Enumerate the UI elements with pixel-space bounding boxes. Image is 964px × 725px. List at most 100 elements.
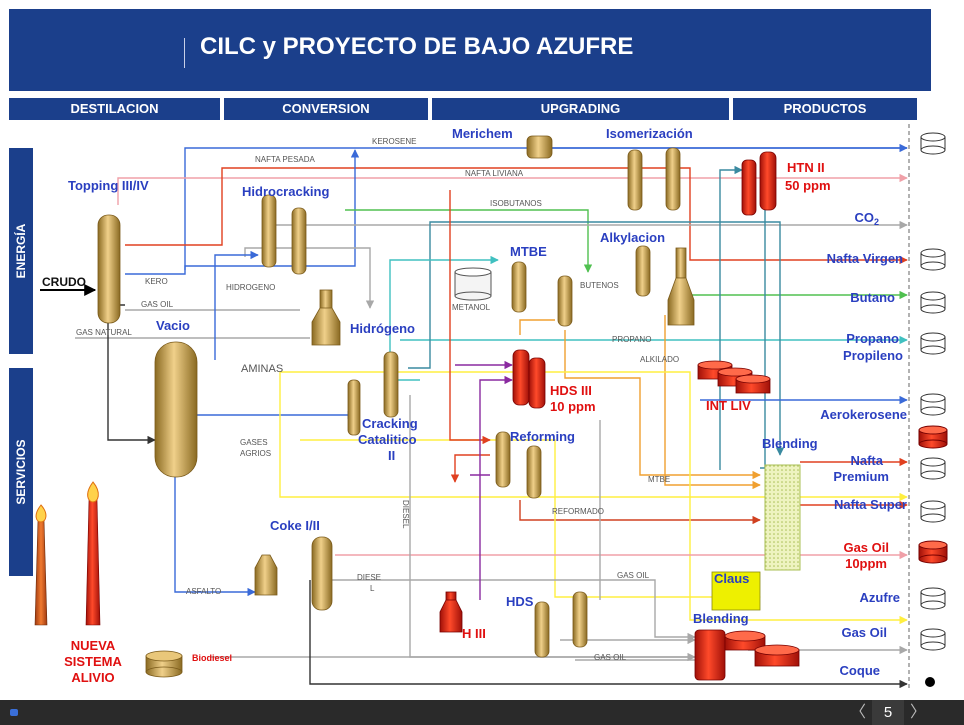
stream-metanol: METANOL (452, 303, 491, 312)
htn-feed-line (719, 165, 743, 470)
label-int-liv: INT LIV (706, 398, 751, 413)
h3-feed-line (479, 375, 513, 600)
label-claus: Claus (714, 571, 749, 586)
hidrocracking-reactors (261, 194, 307, 275)
section-conversion: CONVERSION (224, 98, 428, 120)
topping-column (97, 214, 121, 324)
blending-unit-1 (764, 464, 801, 571)
alkylacion-unit (635, 245, 695, 326)
label-hidrogeno: Hidrógeno (350, 321, 415, 336)
label-blending-1: Blending (762, 436, 818, 451)
side-label-servicios: SERVICIOS (9, 368, 33, 576)
coke-unit (254, 536, 333, 611)
header-right-strip (931, 9, 964, 91)
page-title: CILC y PROYECTO DE BAJO AZUFRE (200, 33, 634, 60)
label-alkylacion: Alkylacion (600, 230, 665, 245)
stream-gas-oil-2: GAS OIL (617, 571, 650, 580)
merichem-vessel (526, 135, 553, 159)
cracking-to-mtbe-line (389, 255, 499, 381)
stream-alkilado: ALKILADO (640, 355, 679, 364)
hds3-reactors (512, 349, 546, 409)
label-nueva-1: NUEVA (71, 638, 116, 653)
claus-unit (711, 571, 761, 611)
page-number: 5 (872, 700, 904, 725)
product-gas-oil: Gas Oil (841, 625, 887, 640)
crudo-to-vacio-line (107, 304, 156, 445)
stream-nafta-pesada: NAFTA PESADA (255, 155, 316, 164)
label-crudo: CRUDO (42, 275, 86, 289)
tank-kerosene (920, 132, 946, 155)
next-page-button[interactable]: 〉 (909, 704, 926, 721)
label-htn-2: 50 ppm (785, 178, 831, 193)
label-coke: Coke I/II (270, 518, 320, 533)
coque-line (309, 580, 908, 689)
stream-diese-2: L (370, 584, 375, 593)
stream-hidrogeno: HIDROGENO (226, 283, 275, 292)
stream-reformado: REFORMADO (552, 507, 604, 516)
flare-stack-small (34, 504, 48, 626)
htn-to-blending-line (760, 210, 766, 469)
metanol-tank (454, 267, 492, 301)
tank-propano (920, 332, 946, 355)
tank-butano (920, 291, 946, 314)
footer-logo-mark (10, 709, 18, 716)
stream-lines (75, 143, 908, 689)
flare-stack-new (85, 481, 101, 626)
gases-agrios-line (300, 439, 761, 602)
stream-propano: PROPANO (612, 335, 651, 344)
product-propileno: Propileno (843, 348, 903, 363)
stream-butenos: BUTENOS (580, 281, 619, 290)
product-nafta-virgen: Nafta Virgen (827, 251, 903, 266)
product-butano: Butano (850, 290, 895, 305)
stream-aminas: AMINAS (241, 363, 283, 375)
product-propano: Propano (846, 331, 899, 346)
label-nueva-2: SISTEMA (64, 654, 122, 669)
label-vacio: Vacio (156, 318, 190, 333)
vacio-column (154, 341, 198, 478)
label-nueva-3: ALIVIO (71, 670, 114, 685)
reformado-line (519, 500, 761, 525)
vacio-to-hydrocracking-line (214, 250, 259, 360)
prev-page-button[interactable]: 〈 (849, 704, 866, 721)
isomerizacion-reactors (627, 147, 681, 211)
gas-oil-coke-line (330, 579, 696, 642)
product-co2: CO2 (854, 210, 879, 227)
isobutanos-line (345, 209, 593, 273)
product-tanks (920, 132, 946, 651)
tank-nafta-premium (920, 457, 946, 480)
label-hds3-1: HDS III (550, 383, 592, 398)
section-destilacion: DESTILACION (9, 98, 220, 120)
biodiesel-tank (145, 650, 183, 678)
int-liv-tanks (697, 360, 771, 394)
tank-gas-oil-10ppm (918, 540, 948, 564)
reforming-reactors (495, 431, 542, 499)
section-upgrading: UPGRADING (432, 98, 729, 120)
footer-bar (0, 700, 964, 725)
process-flow-diagram: Topping III/IV Vacio Hidrocracking Hidró… (34, 124, 948, 690)
label-mtbe: MTBE (510, 244, 547, 259)
kero-line (125, 149, 360, 275)
side-label-energia: ENERGÍA (9, 148, 33, 354)
tank-nafta-virgen (920, 248, 946, 271)
label-biodiesel: Biodiesel (192, 653, 232, 663)
hds-reactors (534, 591, 588, 658)
stream-gas-oil: GAS OIL (141, 300, 174, 309)
label-blending-2: Blending (693, 611, 749, 626)
product-gas-oil-10-1: Gas Oil (843, 540, 889, 555)
label-merichem: Merichem (452, 126, 513, 141)
section-productos: PRODUCTOS (733, 98, 917, 120)
label-hds: HDS (506, 594, 534, 609)
product-aerokerosene: Aerokerosene (820, 407, 907, 422)
tank-gas-oil (920, 628, 946, 651)
title-banner (9, 9, 931, 91)
stream-asfalto: ASFALTO (186, 587, 221, 596)
nafta-virgen-line (125, 167, 908, 265)
label-cracking-3: II (388, 448, 395, 463)
stream-gas-oil-3: GAS OIL (594, 653, 627, 662)
tank-nafta-super (920, 500, 946, 523)
label-cracking-2: Catalitico (358, 432, 417, 447)
cracking-catalitico-unit (347, 351, 399, 436)
product-azufre: Azufre (860, 590, 900, 605)
reforming-out-line (450, 454, 490, 483)
